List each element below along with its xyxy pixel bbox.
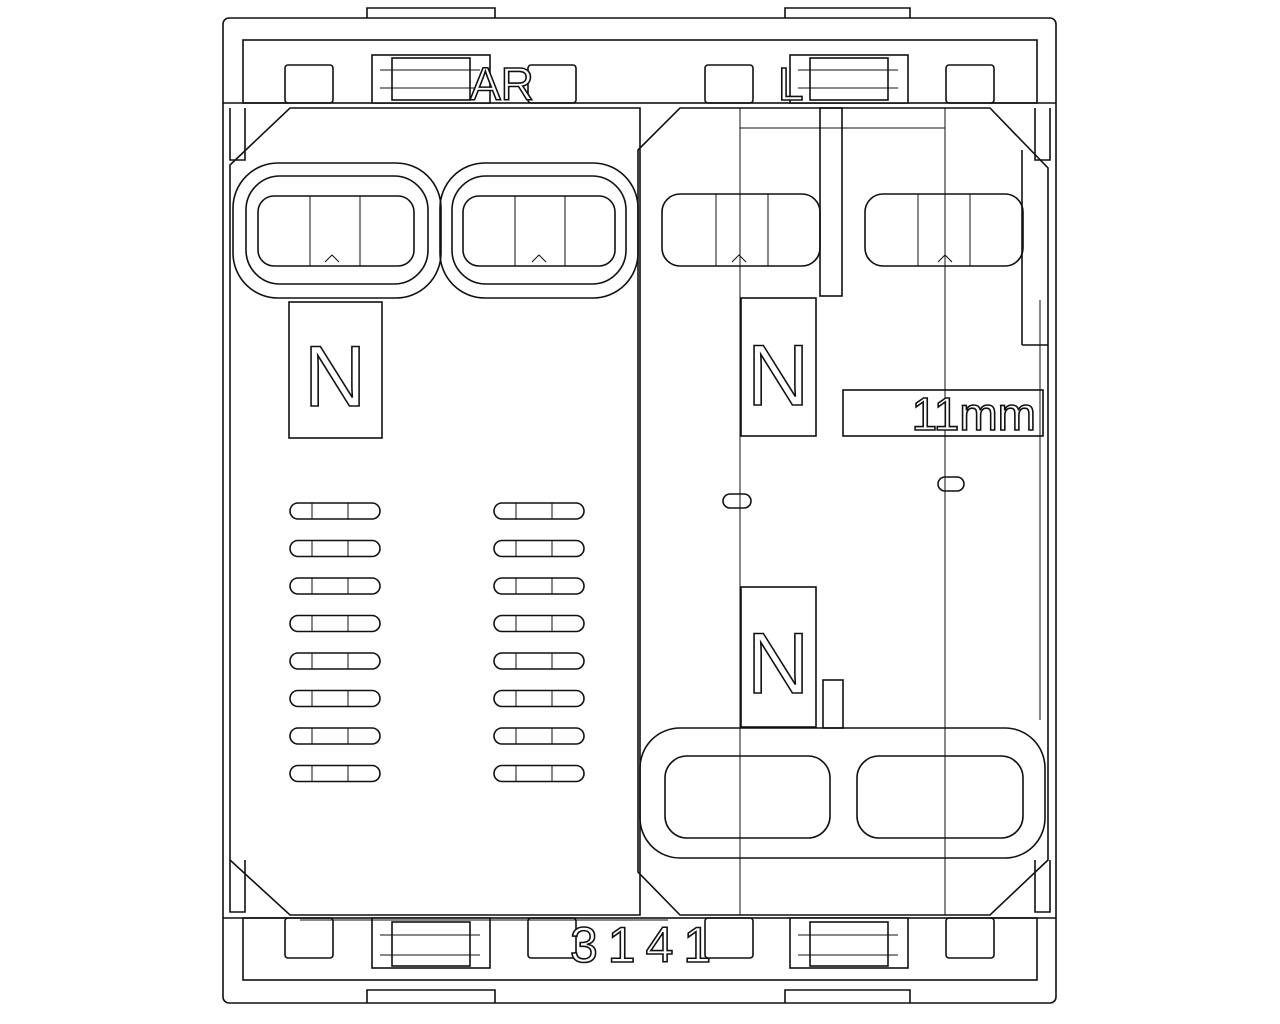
vent-slot	[289, 727, 381, 745]
top-latch-left	[371, 54, 491, 104]
neutral-label-left-text: N	[304, 329, 366, 425]
vent-slot	[493, 577, 585, 595]
vent-slot	[493, 652, 585, 670]
vent-slot	[493, 614, 585, 633]
strip-length-marker: 11mm	[842, 387, 1044, 441]
wire-entries-bottom	[639, 727, 1046, 859]
vent-slot	[493, 502, 585, 520]
vent-slot	[289, 614, 381, 633]
neutral-label-left: N	[288, 301, 383, 439]
neutral-label-right-upper: N	[740, 297, 817, 437]
top-marking-left: AR	[470, 58, 534, 110]
wire-entries-top	[232, 162, 1024, 299]
top-marking-right: L	[778, 58, 804, 110]
vent-slot	[289, 689, 381, 708]
top-latches: AR L	[284, 54, 995, 111]
outer-frame	[222, 7, 1057, 1004]
vent-slot	[289, 502, 381, 520]
vent-slot	[289, 577, 381, 595]
vent-slot	[289, 764, 381, 783]
vent-slot	[493, 689, 585, 708]
vent-slot	[289, 652, 381, 670]
part-code: 3141	[570, 917, 721, 973]
neutral-label-right-lower-text: N	[747, 616, 809, 712]
neutral-label-right-upper-text: N	[747, 328, 809, 424]
vent-slot	[493, 539, 585, 558]
wire-entry-2	[439, 162, 639, 299]
top-latch-right	[789, 54, 909, 104]
wire-entry-5	[664, 755, 831, 839]
right-body	[637, 107, 1049, 916]
neutral-label-right-lower: N	[740, 586, 817, 728]
pins	[722, 476, 965, 509]
vent-slot	[493, 727, 585, 745]
strip-length-text: 11mm	[912, 388, 1036, 440]
wire-entry-4	[864, 193, 1024, 267]
vent-slot	[289, 539, 381, 558]
wire-entry-3	[661, 193, 821, 267]
bottom-latch-left	[371, 917, 491, 969]
bottom-latch-right	[789, 917, 909, 969]
wire-entry-1	[232, 162, 442, 299]
ventilation-slots	[289, 502, 585, 783]
wire-entry-6	[856, 755, 1024, 839]
bottom-latches: 3141	[284, 916, 995, 974]
vent-slot	[493, 764, 585, 783]
left-body	[229, 102, 668, 921]
